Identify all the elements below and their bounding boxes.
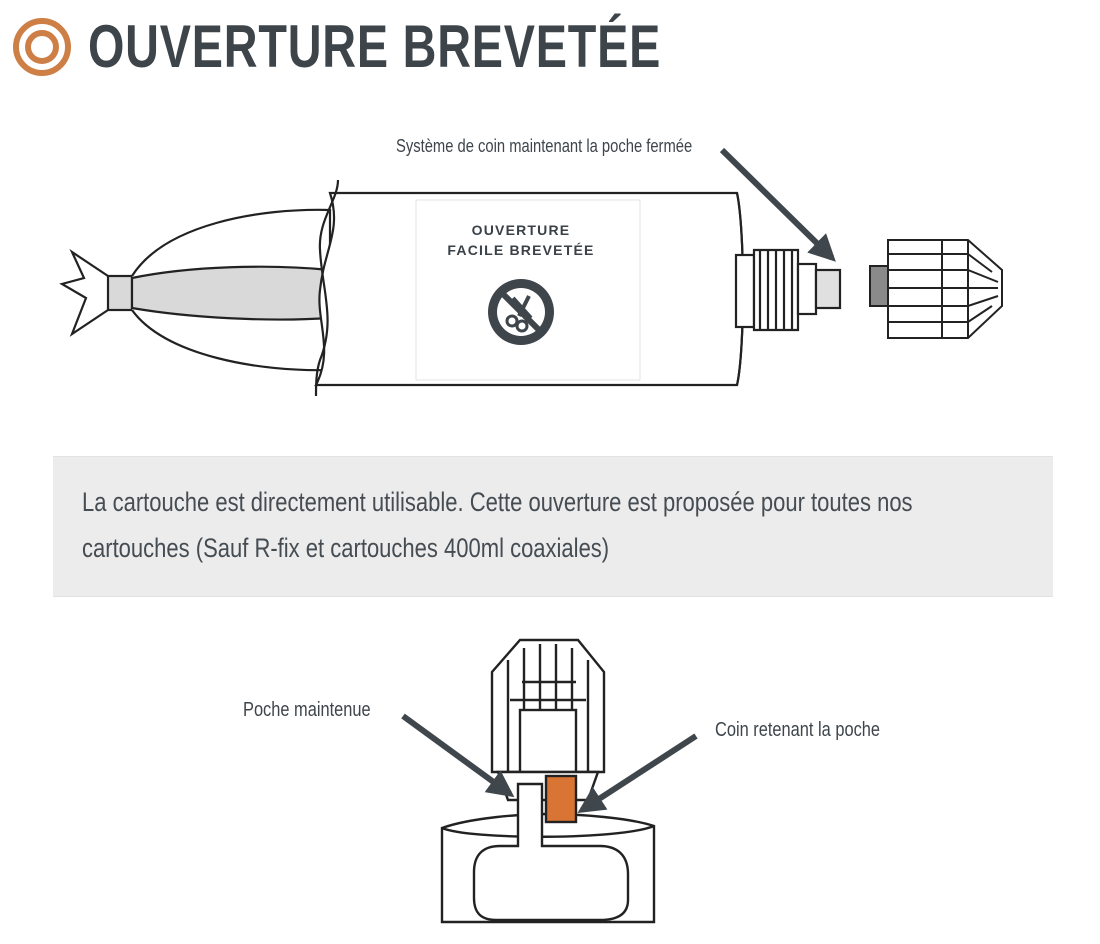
tube-neck xyxy=(734,253,756,329)
arrow-wedge-system xyxy=(719,147,836,262)
page-header: OUVERTURE BREVETÉE xyxy=(12,14,823,80)
callout-wedge-system: Système de coin maintenant la poche ferm… xyxy=(396,136,693,156)
wedge-system xyxy=(814,268,842,310)
tube-threads xyxy=(752,248,800,332)
pouch-clip xyxy=(106,274,134,312)
info-box: La cartouche est directement utilisable.… xyxy=(53,456,1053,597)
arrow-wedge-retaining xyxy=(577,733,698,813)
held-pouch xyxy=(472,782,630,922)
callout-wedge-retaining: Coin retenant la poche xyxy=(715,719,881,741)
cartridge-side-view xyxy=(59,179,842,397)
orange-wedge xyxy=(544,774,578,824)
pouch-tail-starburst xyxy=(59,248,109,337)
page-title: OUVERTURE BREVETÉE xyxy=(88,13,662,80)
cartridge-cap xyxy=(869,239,1003,339)
callout-pouch-held: Poche maintenue xyxy=(243,699,371,721)
info-text: La cartouche est directement utilisable.… xyxy=(82,487,913,563)
pouch-core xyxy=(130,265,332,321)
no-scissors-icon xyxy=(488,279,554,345)
target-icon xyxy=(13,18,71,76)
nozzle-cross-section xyxy=(440,638,656,924)
arrow-pouch-held xyxy=(401,713,515,798)
tube-label: OUVERTURE FACILE BREVETÉE xyxy=(447,222,595,258)
